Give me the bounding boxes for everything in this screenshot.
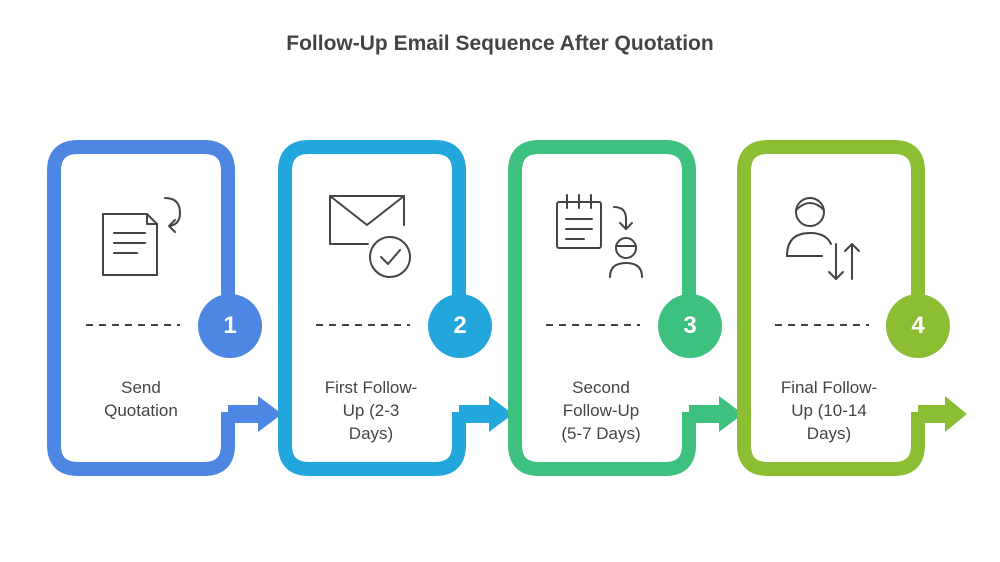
step-4 bbox=[737, 140, 967, 476]
email-check-icon bbox=[329, 195, 411, 278]
calendar-person-icon bbox=[556, 194, 643, 278]
step-3 bbox=[508, 140, 743, 476]
step-4-number-badge: 4 bbox=[886, 294, 950, 358]
step-2-frame bbox=[278, 140, 466, 476]
document-send-icon bbox=[102, 197, 181, 276]
step-4-arrow bbox=[918, 396, 967, 432]
step-2-label: First Follow- Up (2-3 Days) bbox=[324, 378, 418, 443]
step-1-frame bbox=[47, 140, 235, 476]
step-1-label: Send Quotation bbox=[104, 378, 178, 420]
step-3-label: Second Follow-Up (5-7 Days) bbox=[561, 378, 641, 443]
step-1-number-badge: 1 bbox=[198, 294, 262, 358]
step-2 bbox=[278, 140, 513, 476]
step-1-arrow bbox=[228, 396, 282, 432]
step-3-number-badge: 3 bbox=[658, 294, 722, 358]
step-1 bbox=[47, 140, 282, 476]
page-title: Follow-Up Email Sequence After Quotation bbox=[286, 32, 714, 55]
person-exchange-icon bbox=[786, 197, 860, 280]
step-4-label: Final Follow- Up (10-14 Days) bbox=[780, 378, 878, 443]
step-2-arrow bbox=[459, 396, 513, 432]
step-3-frame bbox=[508, 140, 696, 476]
step-4-frame bbox=[737, 140, 925, 476]
step-2-number-badge: 2 bbox=[428, 294, 492, 358]
step-3-arrow bbox=[689, 396, 743, 432]
